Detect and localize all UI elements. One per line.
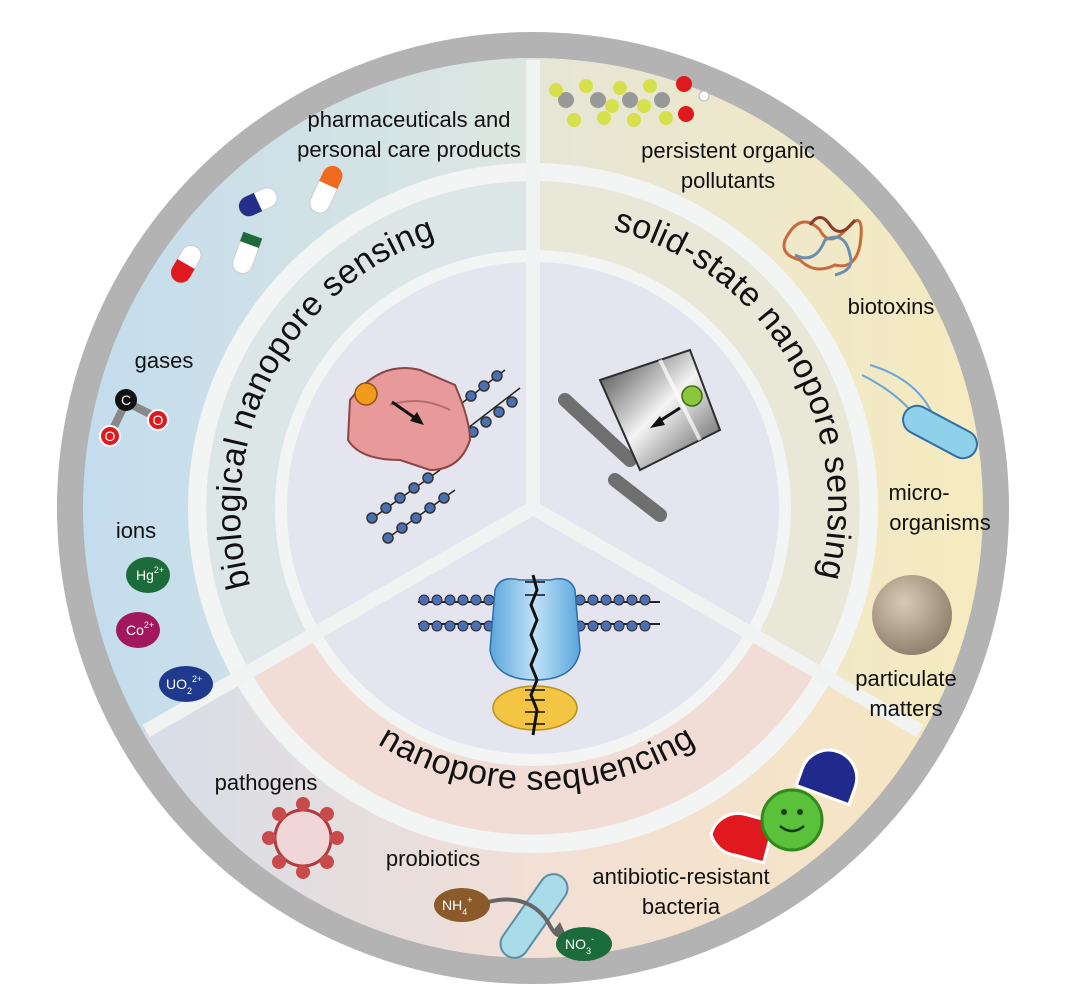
capsule-blue-icon (238, 187, 278, 217)
label-micro-line2: organisms (889, 510, 990, 535)
svg-text:NO3-: NO3- (565, 934, 594, 956)
label-pop-line2: pollutants (681, 168, 775, 193)
ion-chip-nh4: NH4+ (434, 888, 490, 922)
sector-dividers (142, 60, 924, 738)
arrow-head (410, 412, 424, 425)
orange-analyte (354, 382, 378, 406)
label-gases: gases (135, 348, 194, 373)
capsule-green-icon (232, 231, 263, 274)
capsule-icons (170, 165, 343, 284)
label-micro-line1: micro- (888, 480, 949, 505)
label-pm-line1: particulate (855, 666, 957, 691)
green-analyte (681, 385, 703, 407)
co2-molecule-icon: C O O (99, 389, 169, 447)
ion-chip-hg: Hg2+ (126, 557, 170, 593)
sequencing-nanopore-illustration (418, 574, 660, 736)
label-ions: ions (116, 518, 156, 543)
pathogen-virus-icon (262, 797, 344, 879)
lipid-bilayer-sequencing (418, 594, 660, 632)
particulate-matter-icon (872, 575, 952, 655)
svg-text:Hg2+: Hg2+ (136, 565, 164, 583)
label-pharmaceuticals-line2: personal care products (297, 137, 521, 162)
label-pm-line2: matters (869, 696, 942, 721)
capsule-orange-icon (309, 165, 343, 214)
svg-text:C: C (121, 392, 131, 408)
label-pharmaceuticals-line1: pharmaceuticals and (307, 107, 510, 132)
membrane-bar-left (558, 393, 637, 467)
bacterium-icon (861, 364, 978, 460)
label-arb-line1: antibiotic-resistant (592, 864, 769, 889)
lipid-bilayer-lower (366, 469, 456, 544)
label-pop-line1: persistent organic (641, 138, 815, 163)
ion-chip-no3: NO3- (556, 927, 612, 961)
solid-state-nanopore-illustration (558, 348, 722, 522)
antibiotic-resistant-bacteria-icon (709, 748, 859, 865)
arrow-nh4-to-no3 (487, 897, 566, 938)
label-probiotics: probiotics (386, 846, 480, 871)
probiotic-rod-icon (499, 873, 569, 959)
svg-text:O: O (153, 412, 164, 428)
svg-text:O: O (105, 428, 116, 444)
ion-chip-uo2: UO22+ (159, 666, 213, 702)
svg-text:NH4+: NH4+ (442, 895, 473, 917)
protein-pore (346, 367, 472, 472)
svg-text:Co2+: Co2+ (126, 620, 154, 638)
arrow-head (650, 416, 665, 428)
label-arb-line2: bacteria (642, 894, 721, 919)
membrane-bar-right (608, 473, 667, 522)
ion-chip-co: Co2+ (116, 612, 160, 648)
pollutant-molecule-icon (549, 76, 710, 127)
label-biotoxins: biotoxins (848, 294, 935, 319)
svg-text:UO22+: UO22+ (166, 674, 202, 696)
capsule-red-icon (170, 244, 202, 284)
biological-nanopore-illustration (346, 367, 521, 544)
protein-channel (489, 578, 581, 681)
label-pathogens: pathogens (215, 770, 318, 795)
biotoxin-protein-icon (782, 216, 863, 277)
